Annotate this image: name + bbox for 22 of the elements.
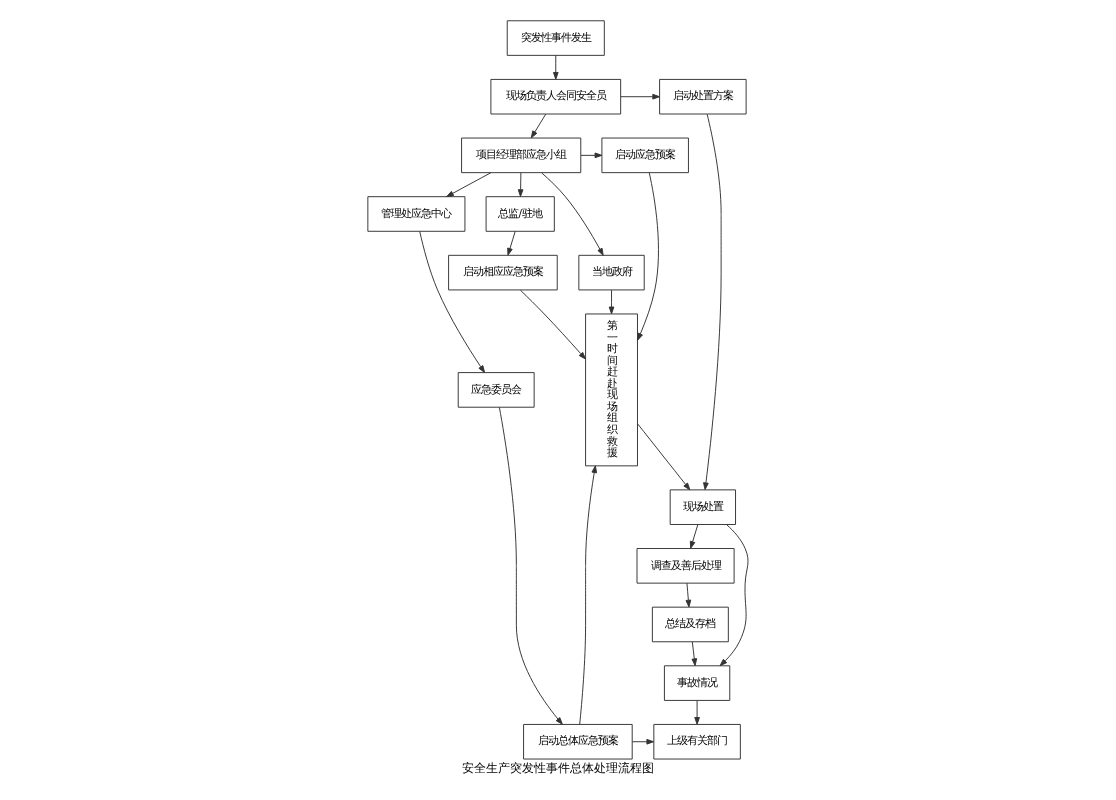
arrow <box>579 465 598 725</box>
arrow <box>541 172 604 256</box>
arrow <box>552 54 559 80</box>
arrow <box>419 231 486 373</box>
arrow <box>580 152 603 159</box>
arrow <box>631 738 655 745</box>
arrow <box>608 289 615 315</box>
arrow <box>637 423 691 491</box>
arrow <box>519 289 586 360</box>
arrow <box>530 113 547 139</box>
arrow <box>703 113 722 491</box>
arrow <box>637 172 659 341</box>
arrow <box>719 524 749 667</box>
arrow <box>620 93 660 100</box>
arrow <box>694 700 700 725</box>
arrow <box>689 524 699 549</box>
arrow <box>507 230 516 256</box>
arrow <box>446 172 492 198</box>
arrow <box>685 582 692 608</box>
arrow <box>691 641 698 667</box>
arrow <box>517 172 524 197</box>
arrow <box>498 406 563 725</box>
